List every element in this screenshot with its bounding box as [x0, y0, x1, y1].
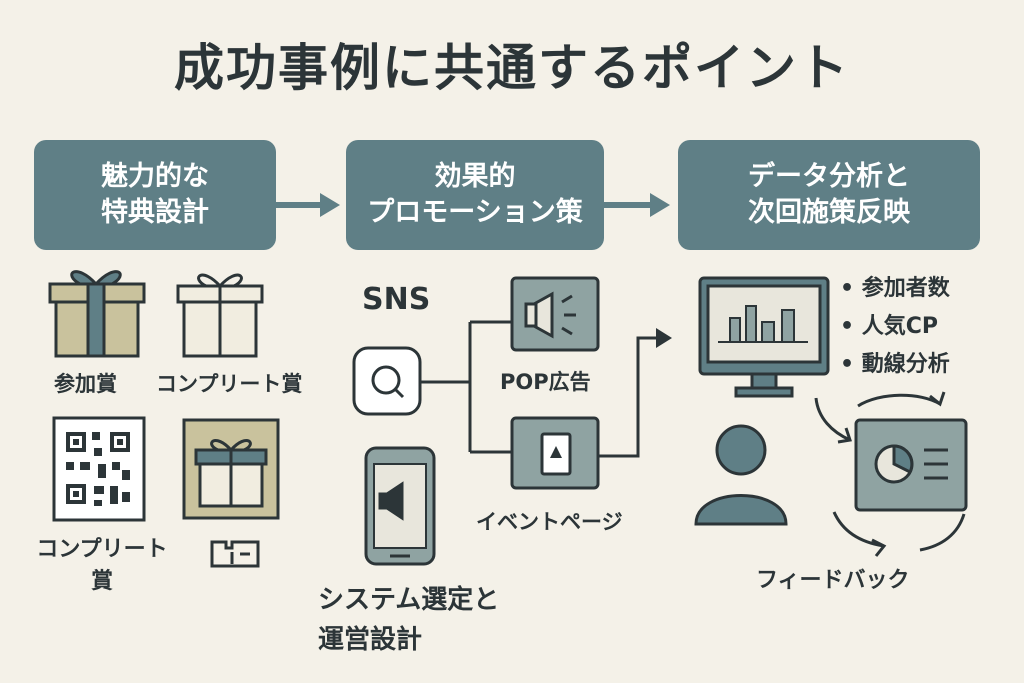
monitor-icon [698, 276, 830, 398]
label-participation-award: 参加賞 [54, 372, 117, 396]
metric-item: 動線分析 [840, 346, 950, 384]
label-system-design: システム選定と 運営設計 [318, 585, 500, 655]
megaphone-icon [510, 276, 600, 352]
event-page-icon [510, 416, 600, 490]
arrow-icon [276, 193, 340, 217]
arrow-icon [604, 193, 670, 217]
cycle-arrow-icon [814, 391, 966, 557]
step-box-data-analysis: データ分析と 次回施策反映 [678, 140, 980, 250]
puzzle-icon [210, 540, 260, 568]
page-title: 成功事例に共通するポイント [174, 39, 850, 97]
label-pop-ad: POP広告 [500, 370, 591, 394]
metrics-list: 参加者数 人気CP 動線分析 [840, 270, 950, 384]
arrow-icon [598, 328, 672, 458]
step-box-promotion: 効果的 プロモーション策 [346, 140, 604, 250]
gift-box-icon [48, 270, 146, 358]
search-icon [352, 346, 422, 416]
label-complete-award-qr: コンプリート 賞 [36, 537, 168, 594]
analysis-card-icon [854, 418, 968, 512]
metric-item: 人気CP [840, 308, 950, 346]
bar-chart-icon [718, 305, 808, 343]
metric-item: 参加者数 [840, 270, 950, 308]
smartphone-icon [364, 446, 436, 566]
label-feedback: フィードバック [756, 568, 910, 593]
qr-code-icon [52, 416, 146, 522]
step-box-reward-design: 魅力的な 特典設計 [34, 140, 276, 250]
person-icon [694, 424, 788, 526]
connector-lines [420, 320, 512, 454]
label-sns: SNS [362, 282, 431, 317]
label-event-page: イベントページ [476, 510, 623, 534]
gift-box-icon [176, 273, 264, 358]
gift-box-icon [182, 418, 280, 520]
label-complete-award: コンプリート賞 [156, 372, 303, 396]
